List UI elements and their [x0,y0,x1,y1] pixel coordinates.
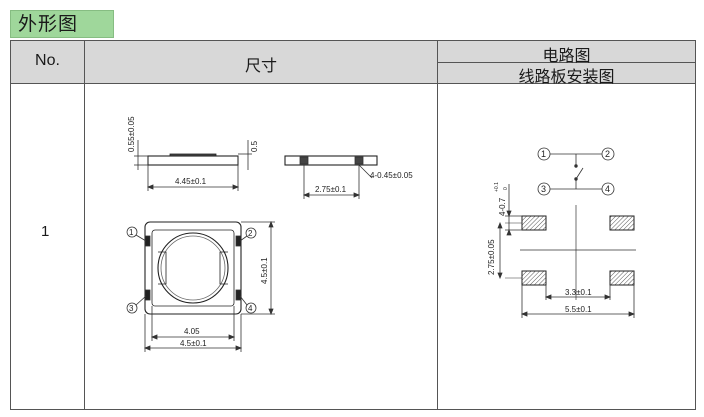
row-number: 1 [41,223,50,240]
header-divider [11,83,695,84]
column-divider-1 [84,41,85,409]
drawing-table: No. 尺寸 电路图 线路板安装图 1 [10,40,696,410]
header-circuit: 电路图 [542,48,591,65]
circuit-header-divider [438,62,695,63]
header-pcb: 线路板安装图 [518,69,615,86]
header-no: No. [35,52,60,69]
header-dimension: 尺寸 [244,58,277,75]
section-title: 外形图 [10,10,114,38]
column-divider-2 [437,41,438,409]
